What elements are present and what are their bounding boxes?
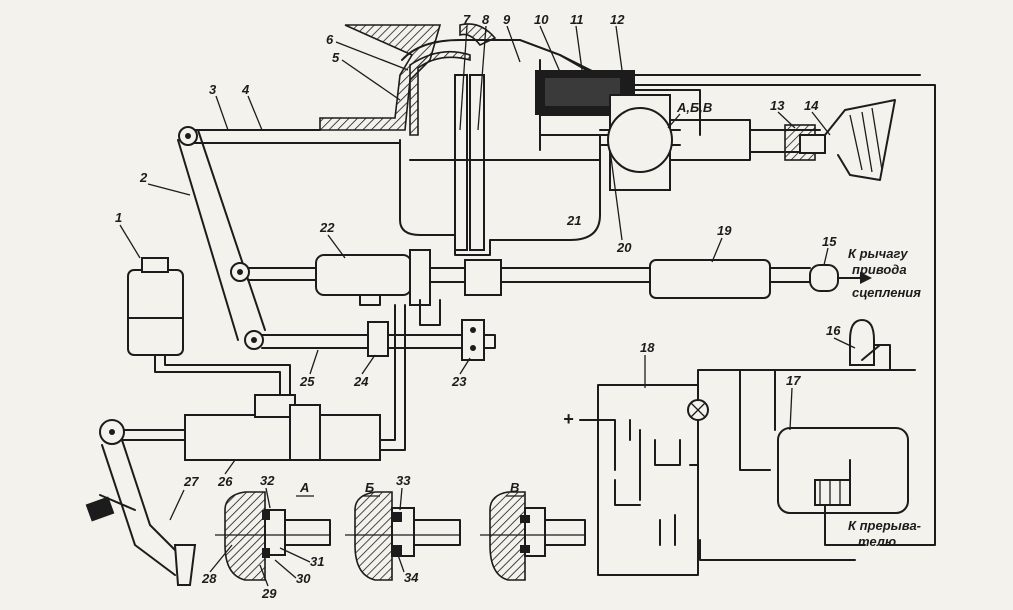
callout-labels: 1 2 3 4 5 6 7 8 9 10 11 12 13 14 15 16 1… [115,12,856,601]
section-label-a: А [299,480,309,495]
section-label-v: В [510,480,519,495]
slave-cylinder [247,249,872,306]
callout-14: 14 [804,98,819,113]
callout-8: 8 [482,12,490,27]
callout-2: 2 [139,170,148,185]
callout-26: 26 [217,474,233,489]
callout-13: 13 [770,98,785,113]
callout-34: 34 [404,570,419,585]
callout-18: 18 [640,340,655,355]
callout-12: 12 [610,12,625,27]
section-label-abv: А,Б,В [676,100,712,115]
callout-7: 7 [463,12,471,27]
hydraulic-lines [379,299,441,451]
breaker-text-line1: К прерыва- [848,518,921,533]
booster-push-rod [184,94,821,191]
detail-view-a [215,491,331,581]
callout-25: 25 [299,374,315,389]
callout-32: 32 [260,473,275,488]
callout-21: 21 [566,213,581,228]
callout-17: 17 [786,373,801,388]
callout-23: 23 [451,374,467,389]
detail-view-v [480,491,586,581]
callout-33: 33 [396,473,411,488]
electromagnet-assembly [535,70,936,546]
section-labels: А,Б,В А Б В [296,100,712,497]
callout-16: 16 [826,323,841,338]
callout-9: 9 [503,12,511,27]
hydraulic-connector [784,99,896,181]
section-label-b: Б [365,480,374,495]
lower-rod [261,319,496,361]
callout-4: 4 [241,82,250,97]
callout-15: 15 [822,234,837,249]
callout-24: 24 [353,374,369,389]
callout-27: 27 [183,474,199,489]
callout-31: 31 [310,554,324,569]
callout-11: 11 [570,12,584,27]
clutch-text-line2: привода [852,262,907,277]
callout-30: 30 [296,571,311,586]
breaker-text-line2: телю [858,534,896,549]
control-unit [699,369,909,561]
callout-10: 10 [534,12,549,27]
callout-5: 5 [332,50,340,65]
callout-6: 6 [326,32,334,47]
callout-3: 3 [209,82,217,97]
callout-22: 22 [319,220,335,235]
clutch-text-line3: сцепления [852,285,921,300]
relay-block [579,369,916,576]
plus-sign: + [563,409,574,429]
callout-19: 19 [717,223,732,238]
annotations: К рычагу привода сцепления К прерыва- те… [563,246,921,549]
clutch-pedal [85,419,197,586]
callout-29: 29 [261,586,277,601]
switch-16 [849,318,891,371]
callout-20: 20 [616,240,632,255]
callout-1: 1 [115,210,122,225]
detail-view-b [345,491,461,581]
callout-28: 28 [201,571,217,586]
fluid-reservoir [127,257,291,396]
lever-arm [177,126,266,350]
booster-housing [319,23,601,256]
master-cylinder [114,394,381,461]
clutch-text-line1: К рычагу [848,246,908,261]
